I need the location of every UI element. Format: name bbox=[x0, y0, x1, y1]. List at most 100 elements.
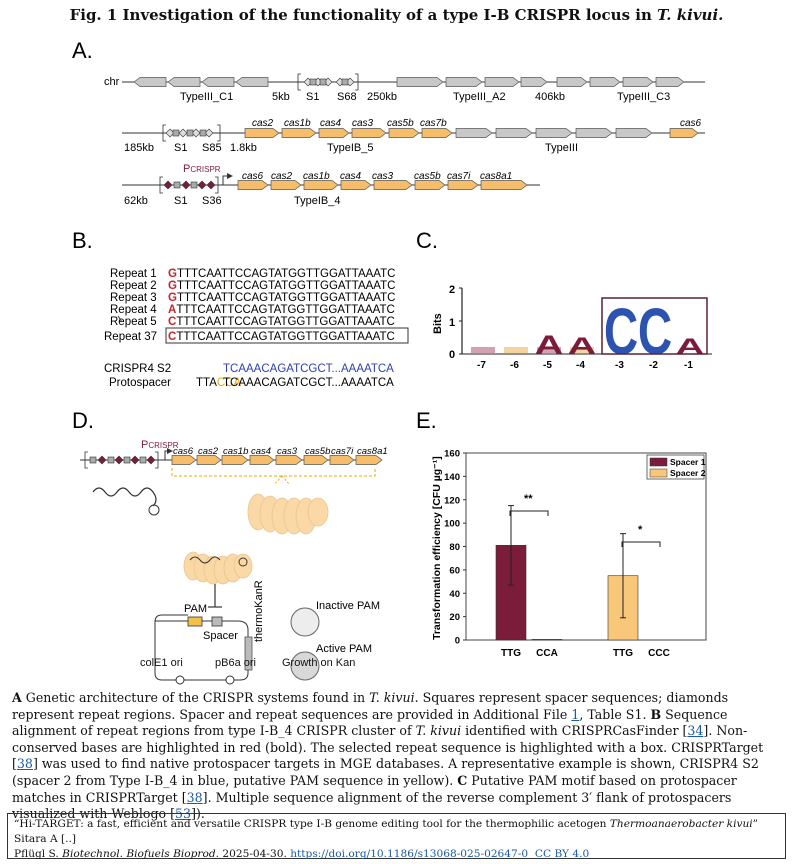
cas-gene bbox=[249, 455, 275, 465]
repeat-name: Repeat 3 bbox=[110, 292, 157, 304]
logo-ylabel: Bits bbox=[432, 313, 444, 334]
typeIII-gene bbox=[235, 77, 269, 87]
legend-spacer1: Spacer 1 bbox=[670, 457, 706, 467]
caption-a-text3: , Table S1. bbox=[579, 706, 651, 722]
repeat-name: Repeat 2 bbox=[110, 280, 157, 292]
d-gene-cas3: cas3 bbox=[277, 446, 298, 457]
repeat-sequence: GTTTCAATTCCAGTATGGTTGGATTAAATC bbox=[168, 292, 395, 304]
repeat-name: Repeat 4 bbox=[110, 304, 157, 316]
logo-letter: C bbox=[604, 295, 638, 368]
spacer-square bbox=[89, 456, 97, 464]
gene-cas7i: cas7i bbox=[447, 171, 471, 182]
typeIB4-gene bbox=[340, 180, 372, 190]
active-pam-plate bbox=[290, 651, 320, 681]
typeIB5-gene bbox=[351, 128, 387, 138]
marker-label: thermoKanR bbox=[253, 580, 265, 642]
typeIII-gene bbox=[396, 77, 444, 87]
figure-title: Fig. 1 Investigation of the functionalit… bbox=[0, 6, 793, 24]
d-gene-cas5b: cas5b bbox=[305, 446, 330, 457]
caption-b-text4: ] was used to find native protospacer ta… bbox=[12, 756, 759, 788]
gene-cas1b: cas1b bbox=[284, 118, 311, 129]
typeIB4-gene bbox=[447, 180, 479, 190]
dist-62kb: 62kb bbox=[124, 195, 148, 207]
typeIB4-gene bbox=[237, 180, 269, 190]
logo-letter: A bbox=[676, 334, 705, 359]
repeat-diamond bbox=[204, 128, 214, 138]
chart-category-label: TTG bbox=[613, 648, 633, 659]
cas6-gene bbox=[669, 128, 699, 138]
bar-spacer-1-cca bbox=[531, 639, 563, 641]
citation-title: “Hi-TARGET: a fast, efficient and versat… bbox=[14, 818, 610, 830]
doi-link[interactable]: https://doi.org/10.1186/s13068-025-02647… bbox=[290, 848, 529, 860]
typeIII-a2-label: TypeIII_A2 bbox=[453, 91, 506, 103]
cas-gene bbox=[171, 455, 197, 465]
repeat-alignment: Repeat 1 GTTTCAATTCCAGTATGGTTGGATTAAATC Re… bbox=[104, 268, 395, 343]
chart-ytick: 20 bbox=[449, 612, 460, 623]
typeIII-gene bbox=[575, 128, 613, 138]
inactive-pam-label: Inactive PAM bbox=[316, 600, 380, 612]
typeIII-gene bbox=[556, 77, 588, 87]
repeat-sequence: CTTTCAATTCCAGTATGGTTGGATTAAATC bbox=[168, 316, 395, 328]
chart-ytick: 60 bbox=[449, 565, 460, 576]
chart-category-label: CCA bbox=[536, 648, 558, 659]
typeIII-gene bbox=[520, 77, 548, 87]
pam-label: PAM bbox=[184, 603, 207, 615]
figure-title-species: T. kivui. bbox=[657, 6, 724, 24]
spacer-square bbox=[190, 181, 198, 189]
spacer-box bbox=[211, 616, 223, 627]
spacer-s36-label: S36 bbox=[202, 195, 222, 207]
panelA-row2: cas2 cas1b cas4 cas3 cas5b cas7b cas6 18… bbox=[122, 118, 705, 154]
license-link[interactable]: CC BY 4.0 bbox=[534, 848, 590, 860]
gene-cas5b: cas5b bbox=[414, 171, 441, 182]
panel-label-a: A. bbox=[72, 38, 93, 63]
repeat-diamond bbox=[191, 128, 201, 138]
repeat-diamond bbox=[146, 455, 156, 465]
repeat-sequence: CTTTCAATTCCAGTATGGTTGGATTAAATC bbox=[168, 331, 395, 343]
d-gene-cas2: cas2 bbox=[198, 446, 219, 457]
spacer-s68-label: S68 bbox=[337, 91, 357, 103]
kanR-marker bbox=[244, 636, 253, 671]
cas-gene bbox=[275, 455, 303, 465]
caption-a-label: A bbox=[12, 690, 22, 705]
sig-spacer1: ** bbox=[524, 493, 533, 505]
typeIB4-gene bbox=[480, 180, 528, 190]
panelA-row1: chr TypeIII_C1 5kb S1 S68 250kb TypeIII_… bbox=[104, 73, 705, 103]
logo-letter: A bbox=[568, 333, 597, 360]
logo-position-label: -5 bbox=[543, 360, 552, 371]
typeIB4-gene bbox=[270, 180, 302, 190]
logo-ytick-0: 0 bbox=[449, 349, 455, 361]
ref-38-link[interactable]: 38 bbox=[16, 756, 33, 772]
citation-box: “Hi-TARGET: a fast, efficient and versat… bbox=[7, 813, 786, 860]
cas-gene bbox=[221, 455, 249, 465]
panel-label-b: B. bbox=[72, 228, 93, 253]
panel-label-c: C. bbox=[416, 228, 438, 253]
spacer-s85-label: S85 bbox=[202, 142, 222, 154]
typeIII-gene bbox=[201, 77, 235, 87]
typeIII-gene bbox=[622, 77, 654, 87]
chart-category-label: CCC bbox=[648, 648, 670, 659]
repeat-diamond bbox=[165, 128, 175, 138]
typeIII-gene bbox=[484, 77, 520, 87]
spacer-square bbox=[139, 456, 147, 464]
dist-250kb: 250kb bbox=[367, 91, 397, 103]
cas-gene bbox=[329, 455, 355, 465]
d-gene-cas8a1: cas8a1 bbox=[357, 446, 388, 457]
ref-38b-link[interactable]: 38 bbox=[186, 789, 203, 805]
d-promoter-label: PCRISPR bbox=[141, 439, 179, 451]
repeat-sequence: ATTTCAATTCCAGTATGGTTGGATTAAATC bbox=[168, 304, 395, 316]
crRNA-hairpin bbox=[148, 504, 160, 516]
repeat-diamond bbox=[197, 180, 207, 190]
additional-file-link[interactable]: 1 bbox=[571, 706, 580, 722]
gene-cas2: cas2 bbox=[252, 118, 274, 129]
caption-c-text2: ]. Multiple sequence alignment of the re… bbox=[12, 789, 732, 822]
repeat-name: Repeat 1 bbox=[110, 268, 157, 280]
dist-5kb: 5kb bbox=[272, 91, 290, 103]
caption-a-text2: . Squares represent spacer sequences; di… bbox=[12, 690, 729, 722]
chart-ytick: 40 bbox=[449, 589, 460, 600]
growth-label: Growth on Kan bbox=[282, 657, 356, 669]
ref-34-link[interactable]: 34 bbox=[687, 723, 704, 739]
caption-a-text: Genetic architecture of the CRISPR syste… bbox=[21, 690, 370, 705]
caption-b-species: T. kivui bbox=[415, 723, 462, 739]
